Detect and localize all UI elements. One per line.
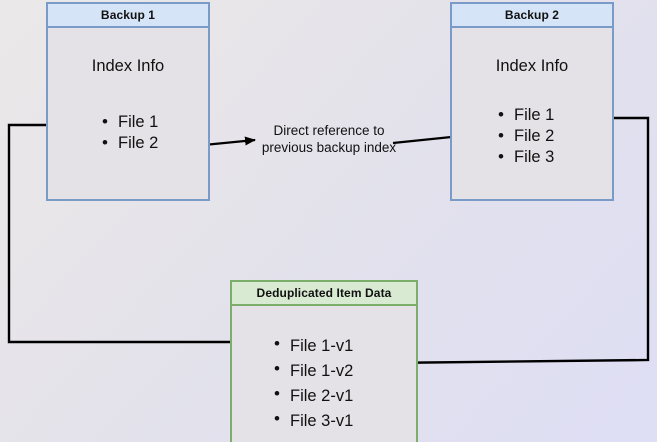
dedup-body: File 1-v1 File 1-v2 File 2-v1 File 3-v1 [232,306,416,442]
backup2-header: Backup 2 [452,4,612,28]
backup2-title: Backup 2 [504,8,560,22]
backup1-box[interactable]: Backup 1 Index Info File 1 File 2 [46,2,210,201]
dedup-box[interactable]: Deduplicated Item Data File 1-v1 File 1-… [230,280,418,442]
list-item: File 1 [100,111,159,133]
list-item: File 2-v1 [272,383,354,409]
backup2-file-1: File 1 [514,106,555,124]
list-item: File 1 [496,104,555,126]
backup2-file-list: File 1 File 2 File 3 [496,104,555,168]
list-item: File 1-v1 [272,333,354,359]
dedup-item-list: File 1-v1 File 1-v2 File 2-v1 File 3-v1 [272,333,354,434]
dedup-title: Deduplicated Item Data [256,286,392,300]
list-item: File 3-v1 [272,408,354,434]
backup2-file-2: File 2 [514,127,555,145]
dedup-item-3: File 2-v1 [290,387,354,405]
direct-reference-label: Direct reference to previous backup inde… [246,122,412,156]
backup1-file-2: File 2 [118,134,159,152]
dedup-header: Deduplicated Item Data [232,282,416,306]
backup1-body: Index Info File 1 File 2 [48,28,208,199]
backup1-header: Backup 1 [48,4,208,28]
backup2-box[interactable]: Backup 2 Index Info File 1 File 2 File 3 [450,2,614,201]
backup1-index-label: Index Info [91,57,165,75]
dedup-item-1: File 1-v1 [290,337,354,355]
dedup-item-2: File 1-v2 [290,362,354,380]
list-item: File 3 [496,146,555,168]
backup1-title: Backup 1 [100,8,156,22]
backup1-file-1: File 1 [118,113,159,131]
backup2-index-label: Index Info [495,57,569,75]
backup2-file-3: File 3 [514,148,555,166]
direct-reference-line-1: Direct reference to [273,123,385,138]
list-item: File 2 [100,132,159,154]
backup2-body: Index Info File 1 File 2 File 3 [452,28,612,199]
backup1-file-list: File 1 File 2 [100,111,159,154]
dedup-item-4: File 3-v1 [290,412,354,430]
list-item: File 1-v2 [272,358,354,384]
direct-reference-line-2: previous backup index [261,140,397,155]
list-item: File 2 [496,125,555,147]
